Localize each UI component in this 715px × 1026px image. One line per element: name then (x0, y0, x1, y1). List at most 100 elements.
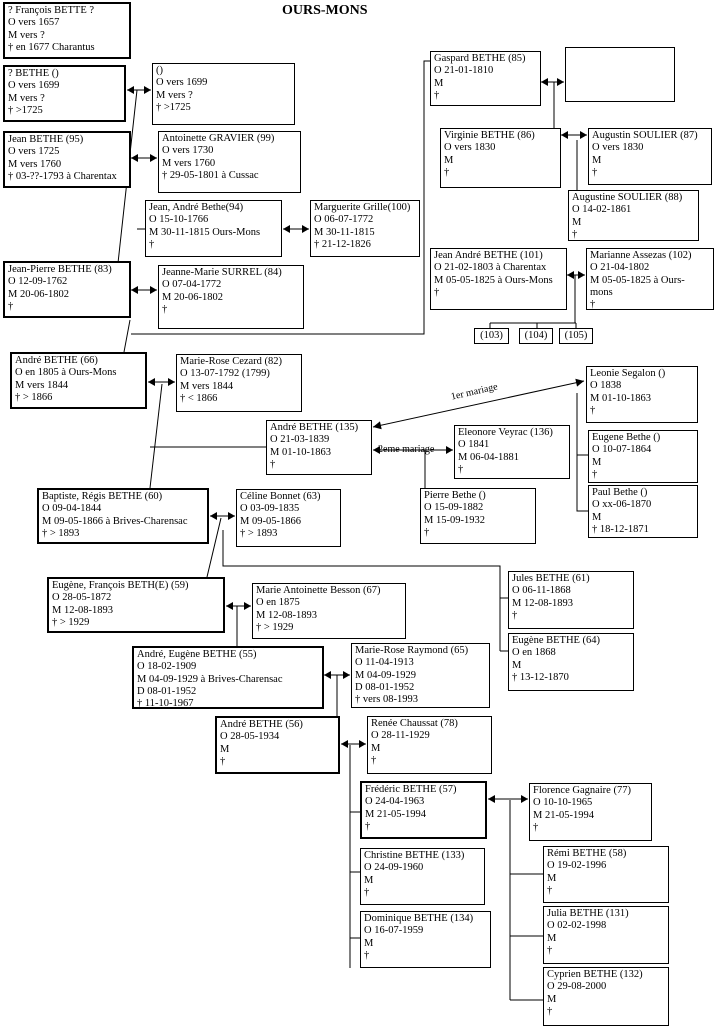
person-detail-line: † (364, 949, 370, 961)
person-detail-line: O vers 1725 (8, 146, 60, 158)
person-detail-line: O 16-07-1959 (364, 925, 424, 937)
person-box-eugene-francois-bethe-59[interactable]: Eugène, François BETH(E) (59)O 28-05-187… (47, 577, 225, 633)
child-box-105[interactable]: (105) (559, 328, 593, 344)
person-detail-line: O 12-09-1762 (8, 276, 68, 288)
person-detail-line: M 21-05-1994 (533, 809, 594, 821)
person-detail-line: O 29-08-2000 (547, 981, 607, 993)
person-detail-line: M 21-05-1994 (365, 808, 426, 820)
person-detail-line: M 06-04-1881 (458, 451, 519, 463)
person-name: André BETHE (135) (270, 422, 359, 433)
person-detail-line: O vers 1730 (162, 145, 214, 157)
person-detail-line: M (444, 154, 454, 166)
person-detail-line: † > 1929 (52, 616, 90, 628)
person-detail-line: † < 1866 (180, 392, 218, 404)
person-detail-line: O vers 1830 (592, 142, 644, 154)
person-detail-line: † 29-05-1801 à Cussac (162, 169, 259, 181)
person-detail-line: † > 1893 (42, 527, 80, 539)
person-detail-line: M (434, 77, 444, 89)
chart-title: OURS-MONS (282, 3, 368, 18)
marriage-arrowhead (343, 671, 350, 679)
marriage-arrowhead (302, 225, 309, 233)
person-name: Renée Chaussat (78) (371, 718, 458, 729)
person-detail-line: M 15-09-1932 (424, 514, 485, 526)
child-box-104[interactable]: (104) (519, 328, 553, 344)
marriage-arrowhead (226, 602, 233, 610)
person-detail-line: M 20-06-1802 (8, 288, 69, 300)
person-detail-line: O 1838 (590, 380, 622, 392)
person-detail-line: O 06-07-1772 (314, 214, 374, 226)
person-detail-line: M 20-06-1802 (162, 291, 223, 303)
person-detail-line: † (590, 404, 596, 416)
person-detail-line: M (220, 743, 230, 755)
person-box-empty[interactable] (565, 47, 675, 102)
person-detail-line: O 28-05-1872 (52, 592, 112, 604)
person-detail-line: O 03-09-1835 (240, 503, 300, 515)
marriage-arrowhead (446, 446, 453, 454)
person-name: André BETHE (56) (220, 719, 303, 730)
person-detail-line: M (547, 993, 557, 1005)
person-name: Christine BETHE (133) (364, 850, 465, 861)
child-box-103[interactable]: (103) (474, 328, 509, 344)
person-detail-line: O 24-09-1960 (364, 862, 424, 874)
marriage-arrowhead (148, 378, 155, 386)
person-detail-line: M 12-08-1893 (512, 597, 573, 609)
marriage-arrowhead (567, 271, 574, 279)
person-name: Julia BETHE (131) (547, 908, 629, 919)
person-box-jean-andre-bethe-101[interactable]: Jean André BETHE (101)O 21-02-1803 à Cha… (430, 248, 567, 310)
person-detail-line: † (592, 468, 598, 480)
person-detail-line: M vers ? (8, 29, 45, 41)
person-detail-line: † (592, 166, 598, 178)
person-detail-line: O 28-05-1934 (220, 731, 280, 743)
person-detail-line: O 21-01-1810 (434, 65, 494, 77)
person-detail-line: O 14-02-1861 (572, 204, 632, 216)
person-detail-line: † >1725 (8, 104, 43, 116)
person-name: ? BETHE () (8, 68, 59, 79)
person-name: Marie Antoinette Besson (67) (256, 585, 381, 596)
person-detail-line: M (592, 511, 602, 523)
person-name: Jean André BETHE (101) (434, 250, 543, 261)
marriage-arrowhead (578, 271, 585, 279)
person-box-marie-rose-cezard-82[interactable]: Marie-Rose Cezard (82)O 13-07-1792 (1799… (176, 354, 302, 412)
person-name: Gaspard BETHE (85) (434, 53, 526, 64)
person-detail-line: O vers 1830 (444, 142, 496, 154)
